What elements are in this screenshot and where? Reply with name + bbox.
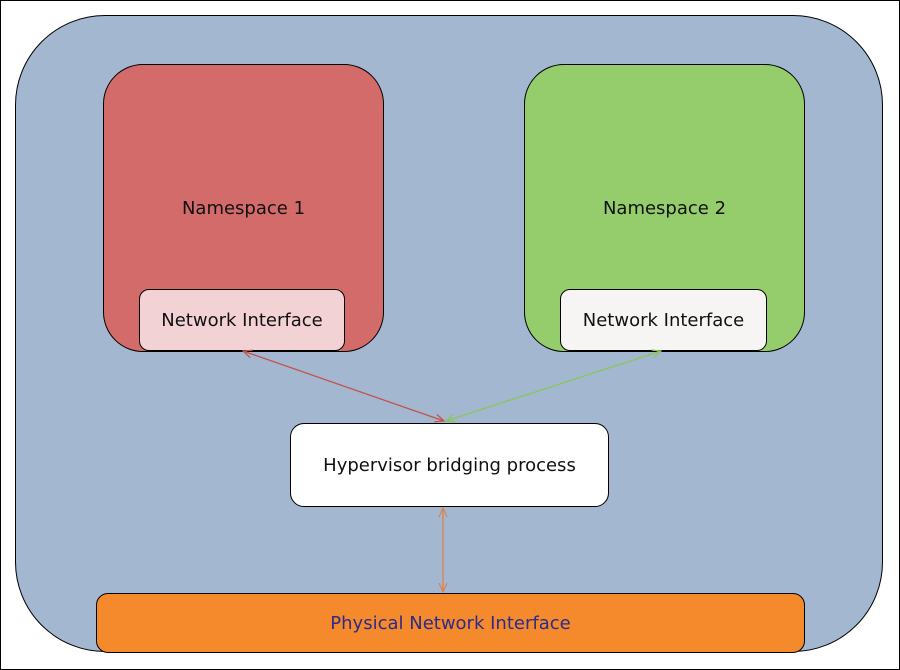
namespace-2-network-interface: Network Interface — [560, 289, 767, 351]
namespace-2-network-interface-label: Network Interface — [582, 309, 745, 331]
arrow-namespace-1-to-bridge — [243, 351, 444, 421]
hypervisor-bridge-label: Hypervisor bridging process — [323, 454, 576, 476]
physical-network-interface-label: Physical Network Interface — [330, 612, 571, 634]
namespace-1-network-interface-label: Network Interface — [161, 309, 323, 331]
namespace-2-label: Namespace 2 — [602, 198, 727, 219]
arrow-namespace-2-to-bridge — [446, 351, 661, 421]
namespace-1-network-interface: Network Interface — [139, 289, 345, 351]
physical-network-interface: Physical Network Interface — [96, 593, 805, 653]
hypervisor-bridge-box: Hypervisor bridging process — [290, 423, 609, 507]
namespace-1-label: Namespace 1 — [181, 198, 306, 219]
